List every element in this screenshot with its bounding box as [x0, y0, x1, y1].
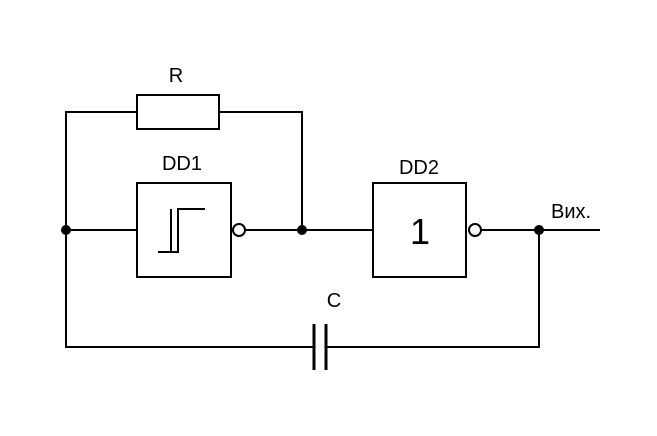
output-label: Вих.	[551, 201, 591, 223]
wire-resistor-return	[219, 111, 303, 230]
capacitor-label: C	[327, 290, 341, 312]
hysteresis-icon	[158, 208, 205, 253]
gate-dd1	[136, 182, 232, 278]
resistor-label: R	[169, 65, 183, 87]
dd2-inverter-bubble	[468, 223, 482, 237]
junction-output	[534, 225, 544, 235]
wire-capacitor-right	[326, 230, 540, 348]
gate2-label: DD2	[399, 157, 439, 179]
gate2-symbol: 1	[410, 211, 430, 252]
junction-input	[61, 225, 71, 235]
wire-capacitor-left	[65, 230, 314, 348]
resistor-r	[136, 94, 220, 130]
dd1-inverter-bubble	[232, 223, 246, 237]
junction-middle	[297, 225, 307, 235]
gate-dd2	[372, 182, 467, 278]
wire-resistor-loop	[65, 111, 137, 230]
gate1-label: DD1	[162, 153, 202, 175]
